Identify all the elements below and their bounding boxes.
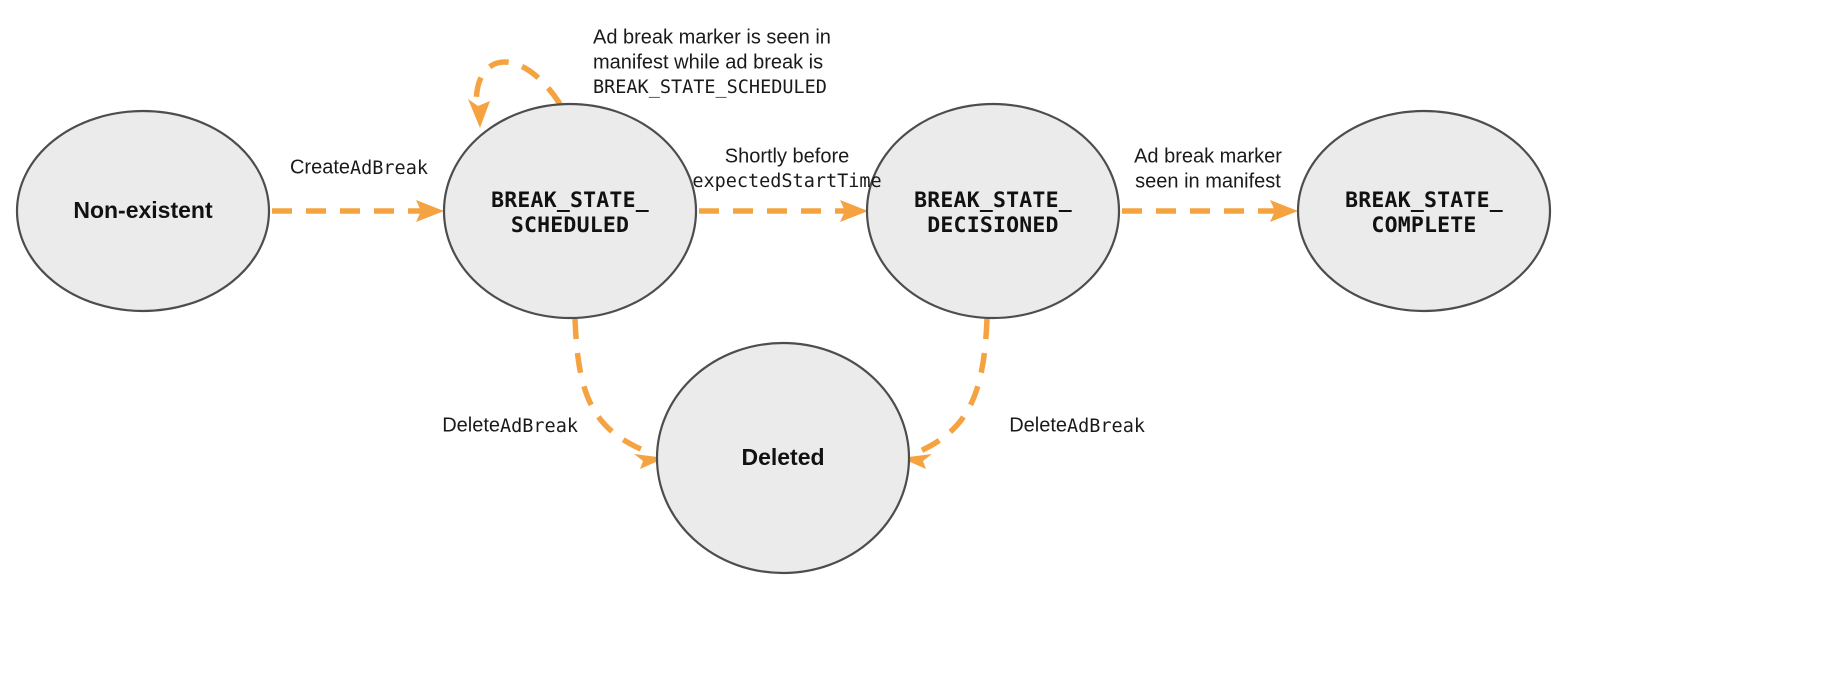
- edge-decisioned-to-complete-arrowhead: [1270, 200, 1298, 222]
- node-deleted-shape[interactable]: [655, 341, 911, 575]
- edge-label-decisioned-to-deleted-part-sans: Delete: [1009, 414, 1067, 436]
- node-break-state-decisioned-label-line2: DECISIONED: [927, 213, 1058, 238]
- edge-label-scheduled-to-deleted-part-mono: AdBreak: [500, 416, 578, 437]
- edge-label-scheduled-to-decisioned-line2: expectedStartTime: [692, 171, 881, 192]
- edge-label-scheduled-self-loop-line1: Ad break marker is seen in: [593, 26, 831, 48]
- edge-scheduled-to-deleted-line: [572, 318, 650, 455]
- edge-label-scheduled-self-loop: Ad break marker is seen in manifest whil…: [593, 26, 831, 98]
- node-break-state-complete-shape[interactable]: [1296, 109, 1552, 313]
- edge-label-scheduled-to-decisioned: Shortly before expectedStartTime: [692, 145, 881, 192]
- edge-label-scheduled-self-loop-line3: BREAK_STATE_SCHEDULED: [593, 77, 827, 98]
- node-break-state-complete-label-line2: COMPLETE: [1371, 213, 1476, 238]
- node-break-state-decisioned-shape[interactable]: [865, 102, 1121, 320]
- node-break-state-complete[interactable]: BREAK_STATE_ COMPLETE: [1296, 109, 1552, 313]
- node-non-existent-label: Non-existent: [73, 197, 213, 223]
- edge-scheduled-self-loop-arrowhead: [468, 99, 490, 128]
- edge-scheduled-to-decisioned: [699, 200, 868, 222]
- edge-scheduled-to-deleted: [572, 318, 665, 469]
- edge-label-decisioned-to-complete-line1: Ad break marker: [1134, 145, 1282, 167]
- node-non-existent-shape[interactable]: [15, 109, 271, 313]
- edge-scheduled-self-loop-line: [473, 59, 563, 113]
- edge-label-scheduled-to-deleted-part-sans: Delete: [442, 414, 500, 436]
- edge-scheduled-to-decisioned-arrowhead: [840, 200, 868, 222]
- edge-label-scheduled-to-decisioned-line1: Shortly before: [725, 145, 850, 167]
- node-non-existent[interactable]: Non-existent: [15, 109, 271, 313]
- edge-create-adbreak-arrowhead: [416, 200, 444, 222]
- node-break-state-decisioned[interactable]: BREAK_STATE_ DECISIONED: [865, 102, 1121, 320]
- edge-label-create-adbreak-part-sans: Create: [290, 156, 350, 178]
- edge-label-decisioned-to-complete: Ad break marker seen in manifest: [1134, 145, 1282, 192]
- node-break-state-decisioned-label-line1: BREAK_STATE_: [914, 188, 1072, 213]
- edge-label-create-adbreak-part-mono: AdBreak: [350, 158, 428, 179]
- node-break-state-scheduled-shape[interactable]: [442, 102, 698, 320]
- edge-create-adbreak: [272, 200, 444, 222]
- edge-label-decisioned-to-complete-line2: seen in manifest: [1135, 170, 1281, 192]
- edge-label-decisioned-to-deleted-part-mono: AdBreak: [1067, 416, 1145, 437]
- edge-decisioned-to-complete: [1122, 200, 1298, 222]
- node-break-state-scheduled-label-line1: BREAK_STATE_: [491, 188, 649, 213]
- edge-scheduled-self-loop: [468, 59, 563, 128]
- edge-label-create-adbreak: Create AdBreak: [290, 156, 428, 179]
- node-deleted[interactable]: Deleted: [655, 341, 911, 575]
- node-break-state-complete-label-line1: BREAK_STATE_: [1345, 188, 1503, 213]
- edge-decisioned-to-deleted: [901, 318, 990, 469]
- edge-label-scheduled-self-loop-line2: manifest while ad break is: [593, 51, 823, 73]
- node-deleted-label: Deleted: [741, 444, 824, 470]
- node-break-state-scheduled-label-line2: SCHEDULED: [511, 213, 629, 238]
- edge-decisioned-to-deleted-line: [916, 318, 990, 455]
- edge-label-scheduled-to-deleted: Delete AdBreak: [442, 414, 578, 437]
- node-break-state-scheduled[interactable]: BREAK_STATE_ SCHEDULED: [442, 102, 698, 320]
- edge-label-decisioned-to-deleted: Delete AdBreak: [1009, 414, 1145, 437]
